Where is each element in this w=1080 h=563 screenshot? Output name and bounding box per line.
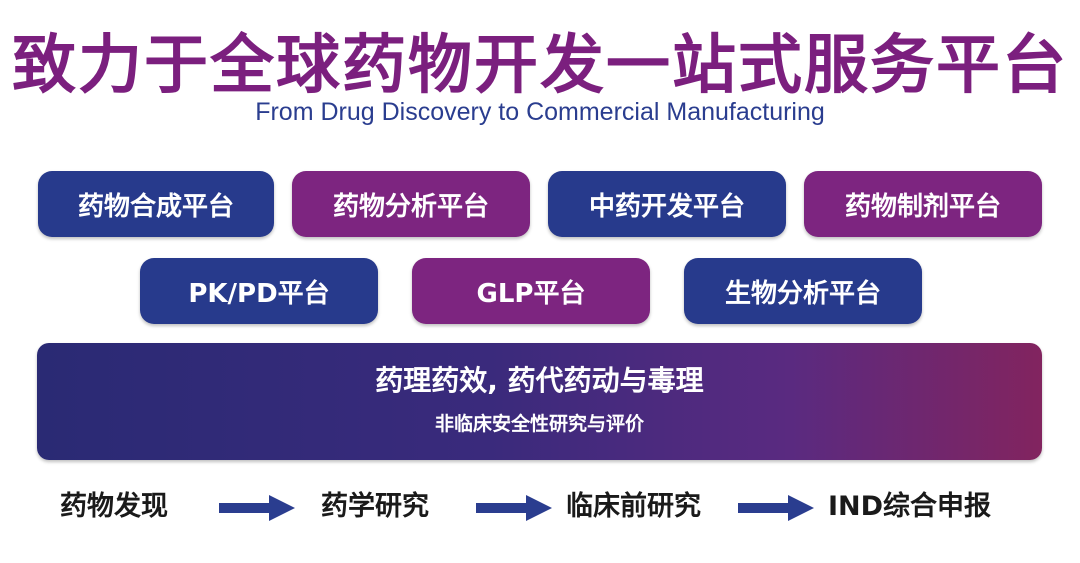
banner-main-text: 药理药效, 药代药动与毒理 xyxy=(375,364,704,397)
platform-formulation: 药物制剂平台 xyxy=(804,171,1042,237)
step-drug-discovery: 药物发现 xyxy=(60,491,168,522)
platform-drug-synthesis: 药物合成平台 xyxy=(38,171,274,237)
platform-drug-analysis: 药物分析平台 xyxy=(292,171,530,237)
arrow-right-icon xyxy=(476,495,552,521)
platform-pkpd: PK/PD平台 xyxy=(140,258,378,324)
step-pharmaceutical-research: 药学研究 xyxy=(321,491,429,522)
arrow-right-icon xyxy=(738,495,814,521)
arrow-right-icon xyxy=(219,495,295,521)
page-subtitle: From Drug Discovery to Commercial Manufa… xyxy=(255,98,825,126)
step-ind-submission: IND综合申报 xyxy=(828,491,992,522)
platform-tcm-development: 中药开发平台 xyxy=(548,171,786,237)
pharmacology-banner: 药理药效, 药代药动与毒理 非临床安全性研究与评价 xyxy=(37,343,1042,460)
step-preclinical-research: 临床前研究 xyxy=(566,491,701,522)
platform-glp: GLP平台 xyxy=(412,258,650,324)
banner-sub-text: 非临床安全性研究与评价 xyxy=(434,413,644,435)
page-title: 致力于全球药物开发一站式服务平台 xyxy=(12,29,1068,103)
platform-bioanalysis: 生物分析平台 xyxy=(684,258,922,324)
